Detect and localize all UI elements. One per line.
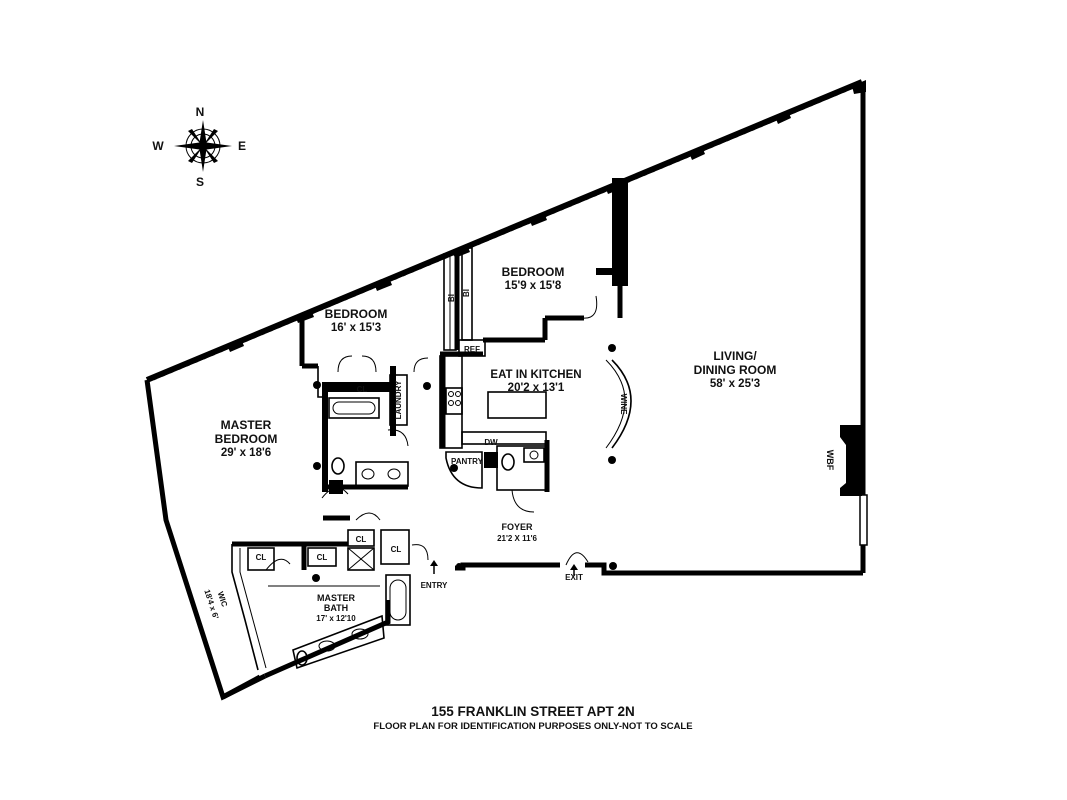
built-in-label-2: BI	[462, 289, 471, 297]
foyer-name: FOYER	[501, 522, 533, 532]
entry-marker: ENTRY	[421, 560, 448, 590]
fireplace-label: WBF	[825, 450, 835, 471]
exit-marker: EXIT	[565, 564, 583, 582]
living-name-line1: LIVING/	[713, 349, 757, 363]
master-bath-name-line1: MASTER	[317, 593, 356, 603]
closet-label-foyer-1: CL	[356, 535, 367, 544]
compass-west-label: W	[152, 139, 164, 153]
interior-walls: LAUNDRY BI BI REF DW	[231, 178, 632, 671]
bedroom-b-dims: 16' x 15'3	[331, 322, 381, 334]
address-title: 155 FRANKLIN STREET APT 2N	[431, 704, 635, 719]
foyer-dims: 21'2 X 11'6	[497, 534, 537, 543]
entry-label: ENTRY	[421, 581, 448, 590]
compass-south-label: S	[196, 175, 204, 189]
master-bath-dims: 17' x 12'10	[316, 614, 356, 623]
wic-name: WIC	[216, 590, 229, 608]
master-bedroom-name-line1: MASTER	[221, 418, 272, 432]
exit-label: EXIT	[565, 573, 583, 582]
compass-east-label: E	[238, 139, 246, 153]
closet-label-wic: CL	[256, 553, 267, 562]
living-dims: 58' x 25'3	[710, 378, 760, 390]
compass-north-label: N	[196, 105, 205, 119]
bedroom-a-dims: 15'9 x 15'8	[505, 280, 562, 292]
pantry-label: PANTRY	[451, 457, 484, 466]
stove	[445, 387, 463, 415]
bedroom-a-name: BEDROOM	[502, 265, 565, 279]
disclaimer-text: FLOOR PLAN FOR IDENTIFICATION PURPOSES O…	[373, 721, 692, 732]
refrigerator-label: REF	[464, 345, 480, 354]
master-bath-name-line2: BATH	[324, 603, 348, 613]
wine-label: WINE	[619, 394, 628, 416]
kitchen-name: EAT IN KITCHEN	[490, 369, 581, 381]
closet-label-bedroom-b: CL	[357, 385, 368, 394]
closet-label-bath: CL	[317, 553, 328, 562]
master-bedroom-dims: 29' x 18'6	[221, 447, 271, 459]
living-name-line2: DINING ROOM	[694, 363, 777, 377]
bedroom-b-name: BEDROOM	[325, 307, 388, 321]
room-labels: BEDROOM 15'9 x 15'8 BEDROOM 16' x 15'3 L…	[202, 265, 776, 623]
laundry-label: LAUNDRY	[394, 380, 403, 419]
master-bedroom-name-line2: BEDROOM	[215, 432, 278, 446]
kitchen-dims: 20'2 x 13'1	[508, 382, 565, 394]
fireplace: WBF	[825, 425, 862, 496]
built-in-label-1: BI	[447, 294, 456, 302]
closet-label-foyer-2: CL	[391, 545, 402, 554]
compass-rose: N S E W	[152, 105, 246, 189]
dishwasher-label: DW	[484, 438, 498, 447]
